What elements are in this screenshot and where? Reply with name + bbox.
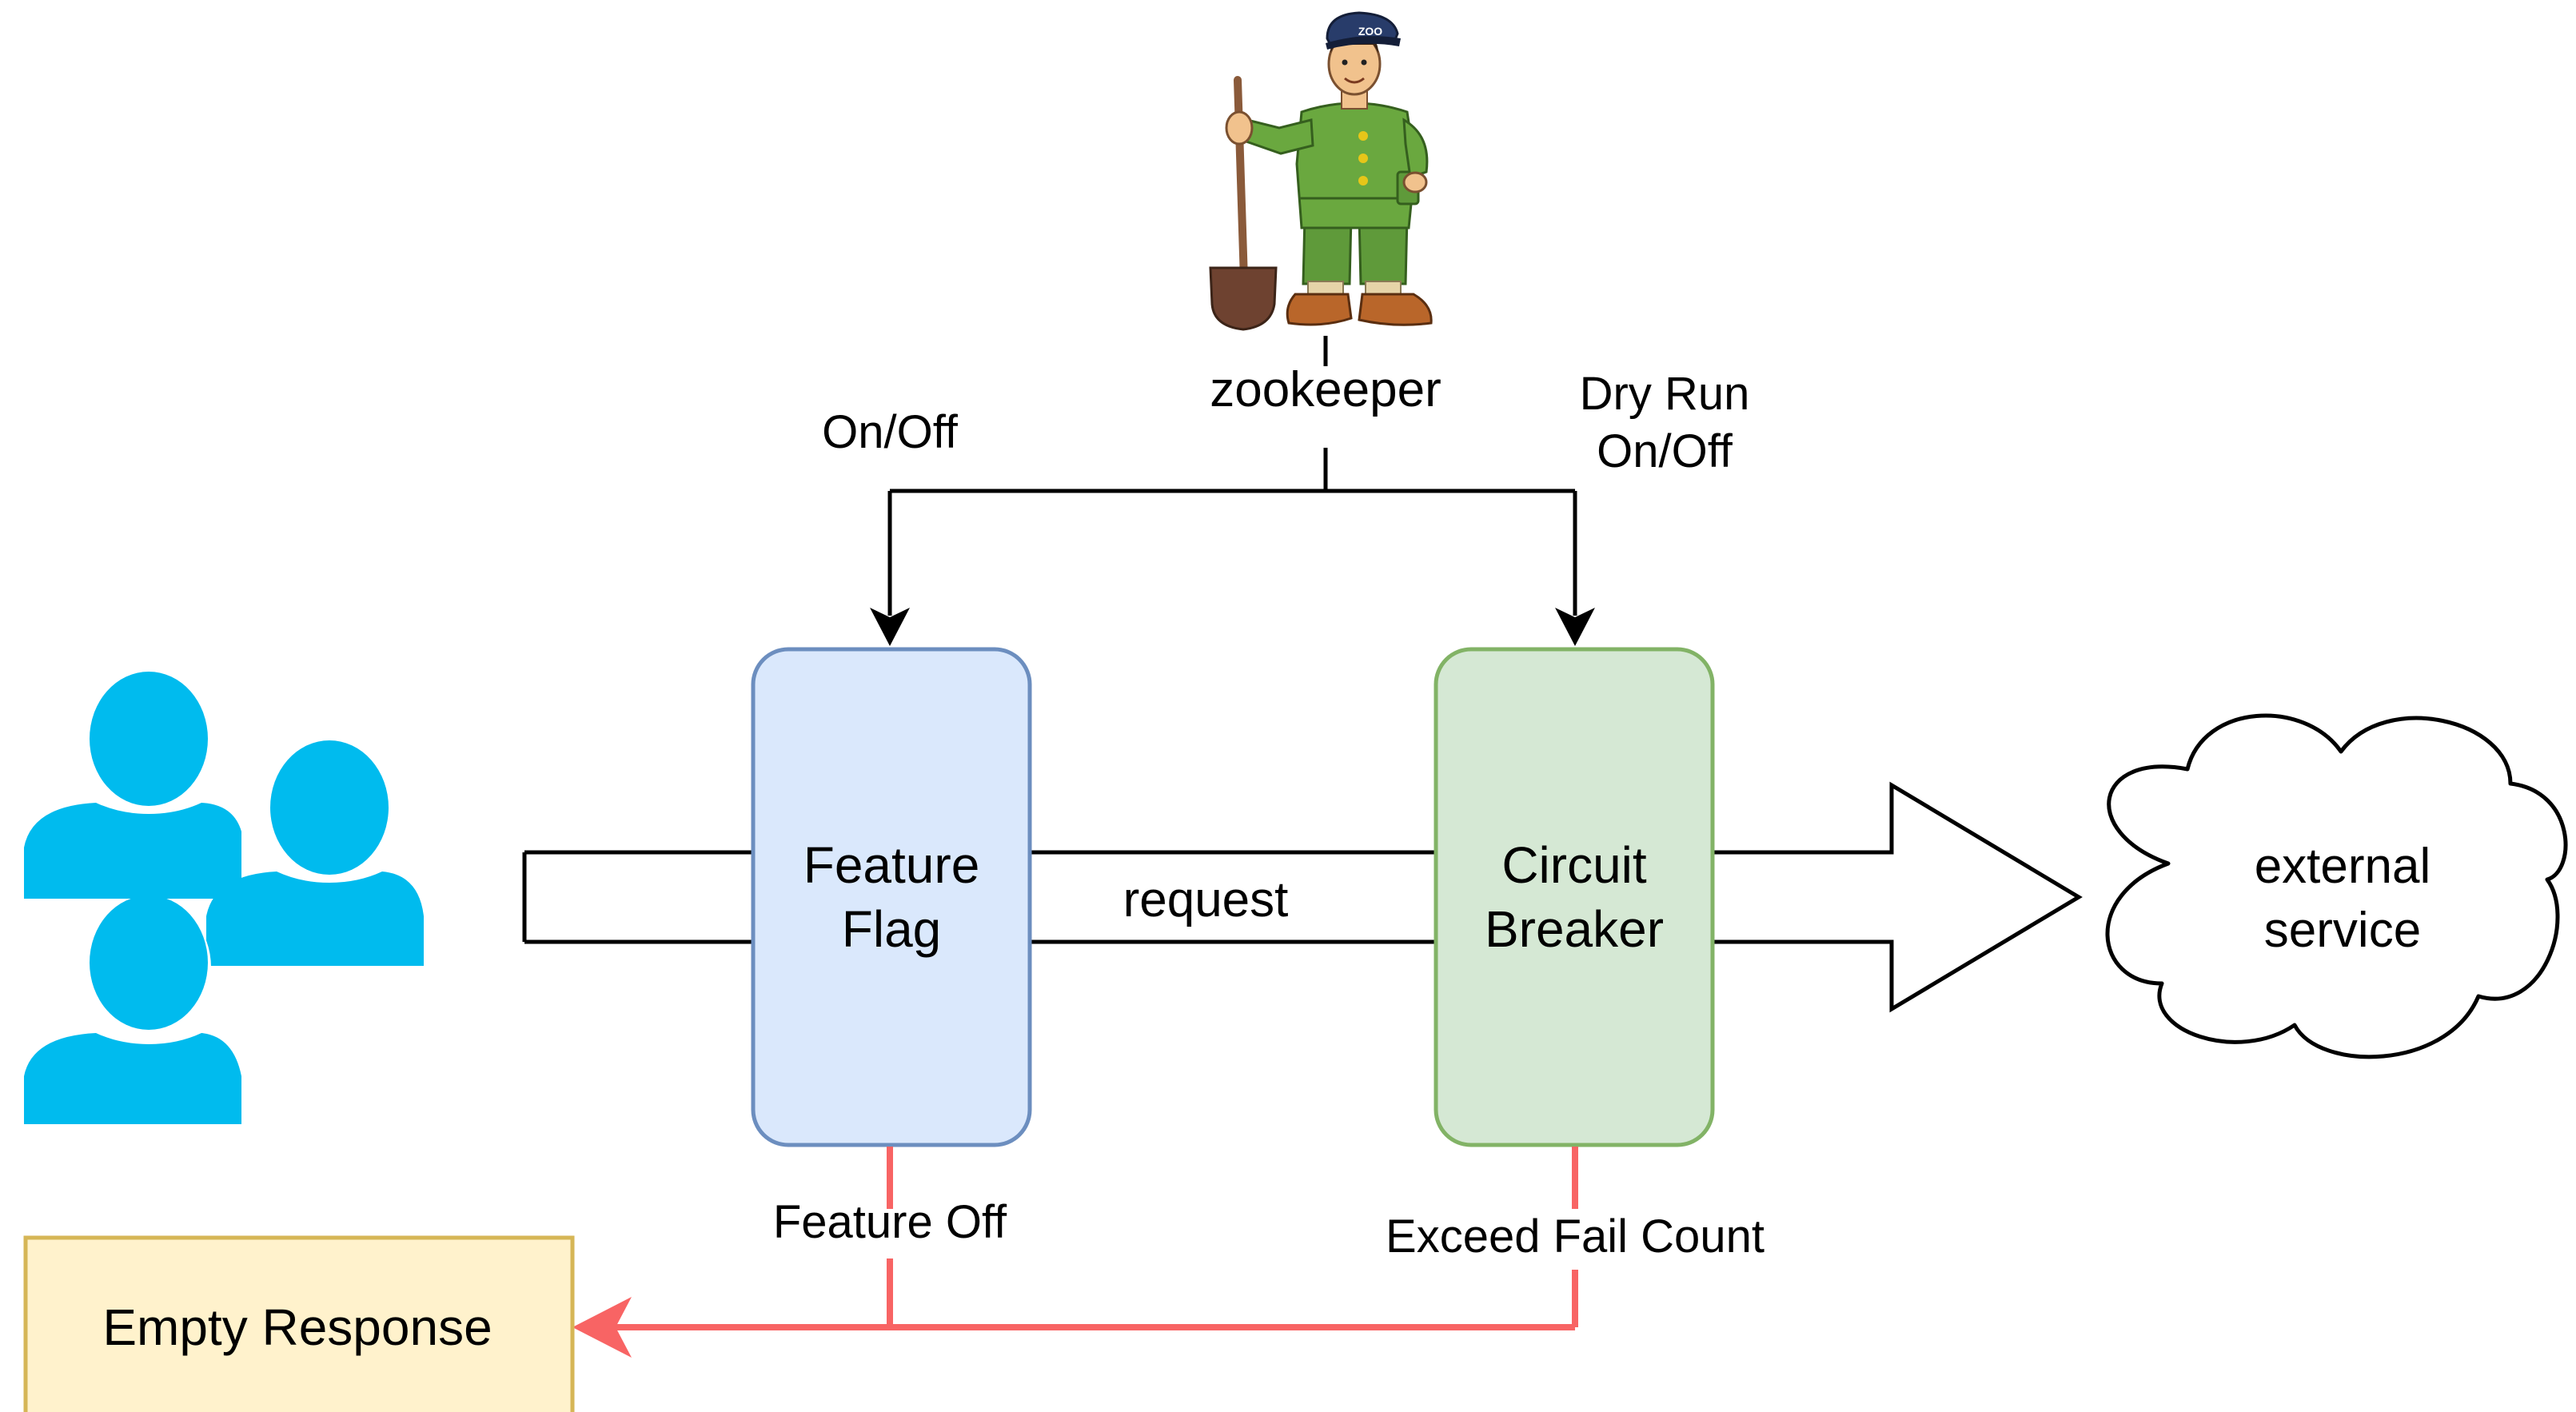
- circuit-breaker-label-line2: Breaker: [1485, 900, 1664, 958]
- feature-flag-arrowhead: [870, 608, 910, 646]
- empty-response-label: Empty Response: [102, 1298, 492, 1356]
- fallback-arrowhead: [572, 1297, 632, 1358]
- zookeeper-figure-icon: ZOO: [1209, 11, 1433, 331]
- dry-run-label-line2: On/Off: [1597, 425, 1733, 477]
- feature-off-label: Feature Off: [773, 1196, 1007, 1248]
- circuit-breaker-label-line1: Circuit: [1501, 836, 1647, 894]
- zookeeper-label: zookeeper: [1210, 362, 1442, 417]
- exceed-fail-count-label: Exceed Fail Count: [1386, 1211, 1765, 1262]
- cloud-icon: [2105, 713, 2568, 1059]
- request-label: request: [1123, 872, 1289, 927]
- dry-run-label-line1: Dry Run: [1580, 368, 1750, 420]
- fallback-arrow: [604, 1147, 1578, 1330]
- empty-response-box: [23, 1235, 575, 1412]
- feature-flag-label-line1: Feature: [804, 836, 980, 894]
- on-off-label: On/Off: [822, 406, 959, 458]
- circuit-breaker-box: [1434, 647, 1715, 1147]
- circuit-breaker-arrowhead: [1555, 608, 1595, 646]
- external-service-label-line2: service: [2264, 903, 2421, 958]
- feature-flag-box: [751, 647, 1032, 1147]
- zookeeper-connectors: [887, 336, 1577, 616]
- external-service-label-line1: external: [2255, 839, 2431, 894]
- zoo-cap-text: ZOO: [1358, 25, 1382, 38]
- users-group-icon: [21, 672, 424, 1127]
- request-pipe: [522, 781, 2083, 1013]
- feature-flag-label-line2: Flag: [842, 900, 942, 958]
